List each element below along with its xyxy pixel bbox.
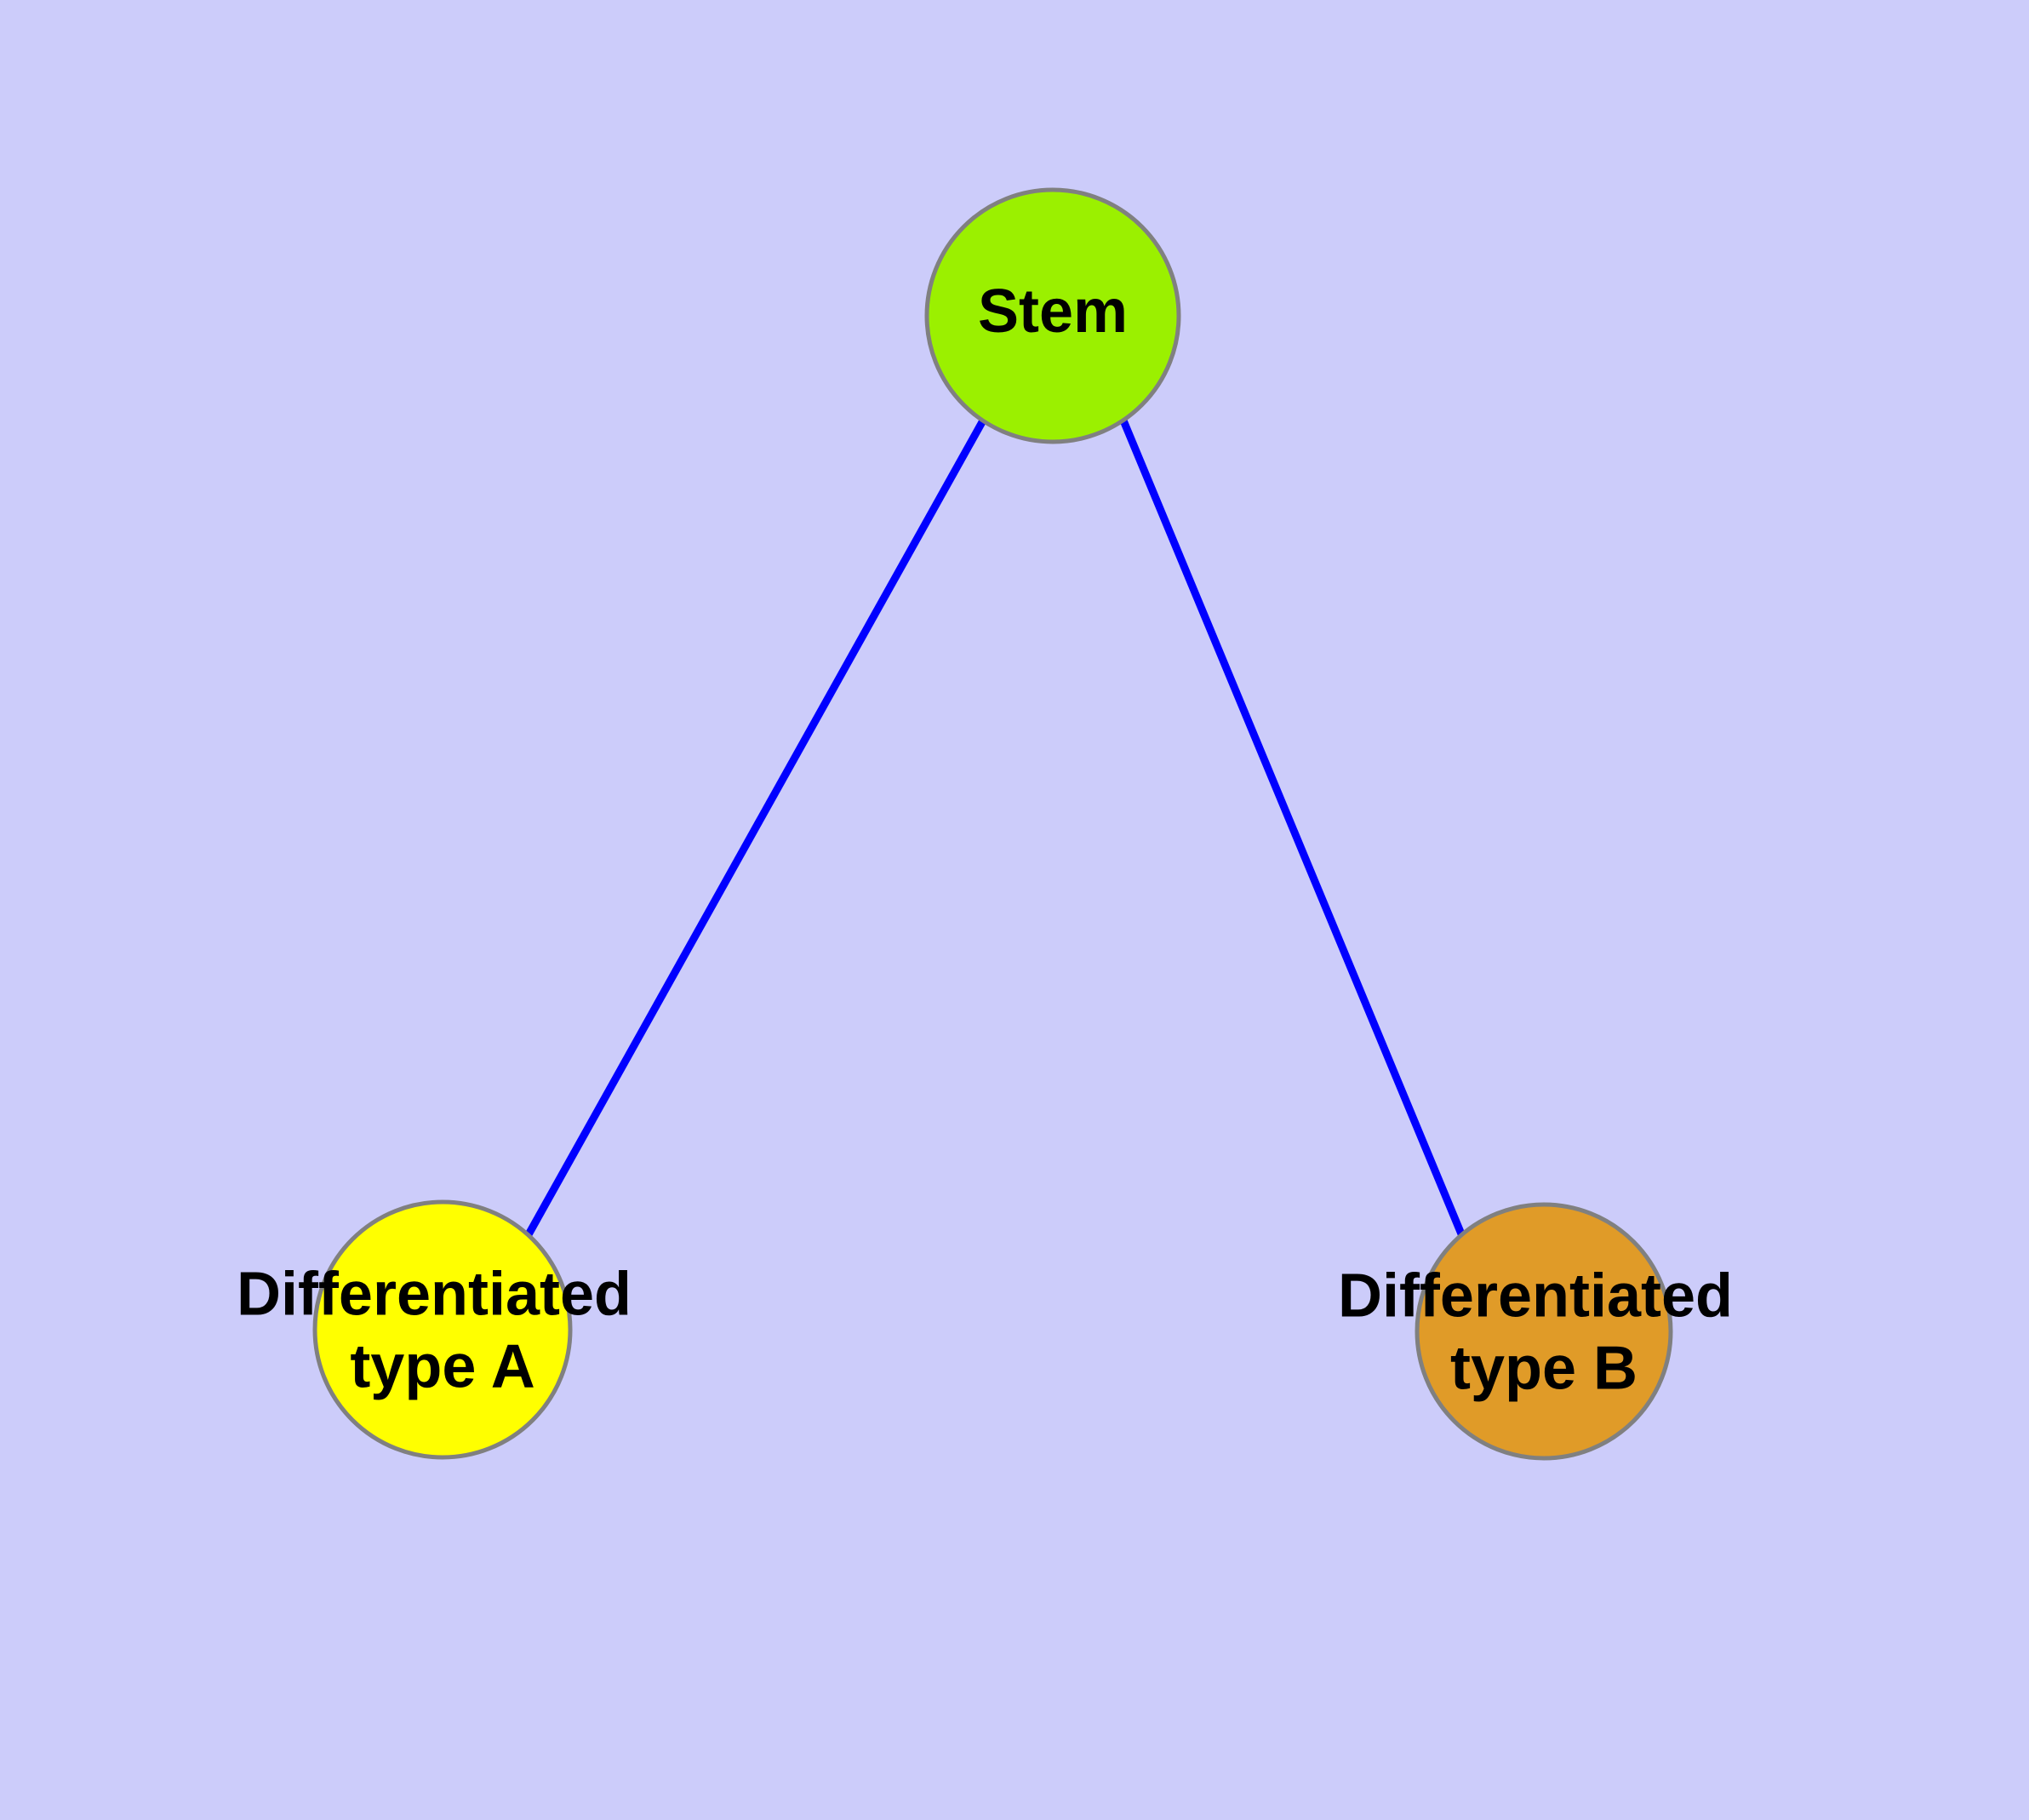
node-differentiated-type-b-label-line-1: Differentiated [1338, 1262, 1733, 1331]
node-differentiated-type-a[interactable] [312, 1199, 573, 1460]
node-stem-circle[interactable] [924, 187, 1181, 444]
node-differentiated-type-b-label: Differentiated type B [1338, 1262, 1750, 1403]
node-stem-label-line-1: Stem [978, 278, 1128, 346]
node-differentiated-type-a-label-line-2: type A [350, 1333, 534, 1401]
edge-layer [524, 418, 1466, 1239]
node-differentiated-type-b-circle[interactable] [1415, 1202, 1673, 1461]
node-stem[interactable] [924, 187, 1181, 444]
node-differentiated-type-b[interactable] [1415, 1202, 1673, 1461]
edge-stem-to-differentiated-type-b[interactable] [1119, 419, 1466, 1238]
label-layer: Stem Differentiated type A Differentiate… [237, 278, 1750, 1403]
node-differentiated-type-a-label: Differentiated type A [237, 1261, 649, 1401]
node-layer [312, 187, 1673, 1461]
node-differentiated-type-b-label-line-2: type B [1450, 1335, 1637, 1403]
node-stem-label: Stem [978, 278, 1128, 346]
node-differentiated-type-a-circle[interactable] [312, 1199, 573, 1460]
node-differentiated-type-a-label-line-1: Differentiated [237, 1261, 632, 1329]
edge-stem-to-differentiated-type-a[interactable] [524, 418, 986, 1239]
